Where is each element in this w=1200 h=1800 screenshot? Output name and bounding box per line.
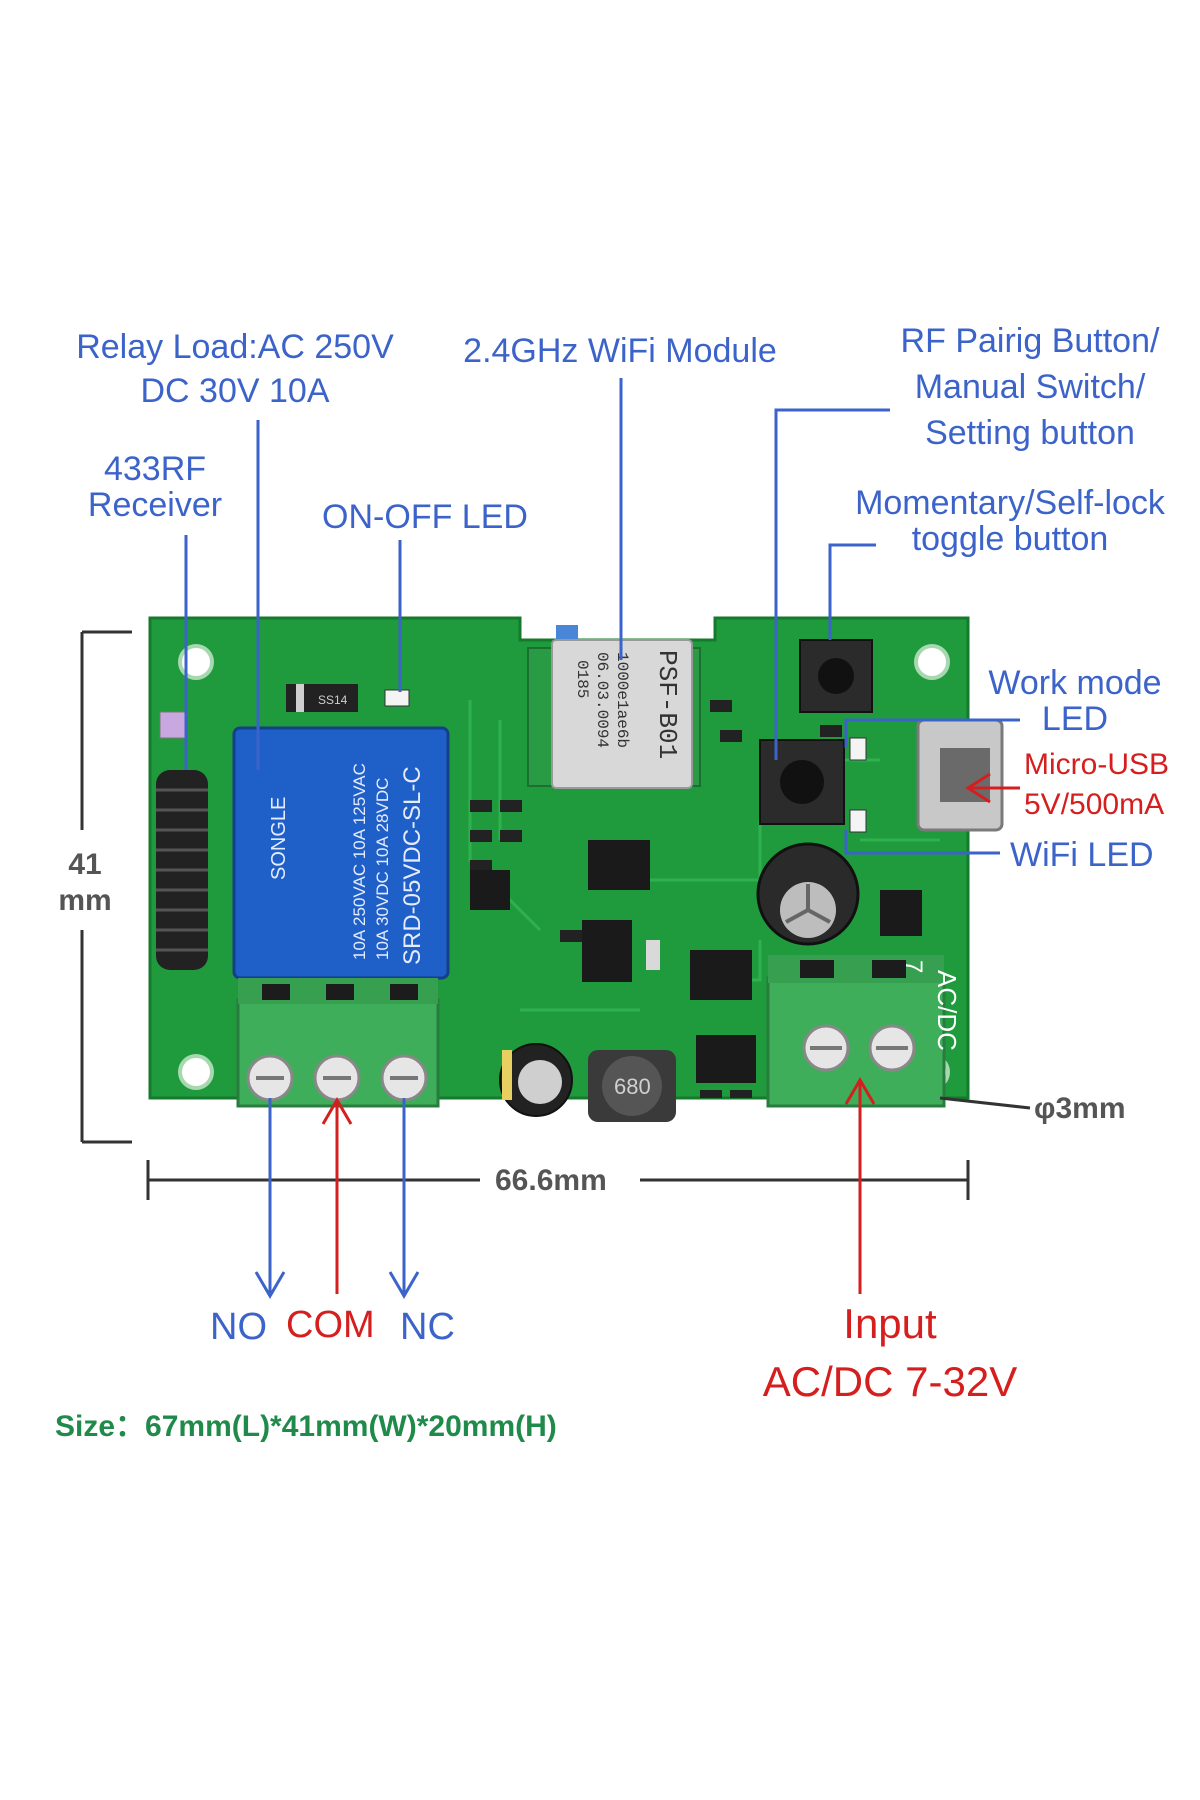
work-mode-led	[849, 737, 867, 761]
diode-text: SS14	[318, 693, 348, 707]
height-dimension-value: 41	[68, 848, 102, 881]
wifi-module-label: 2.4GHz WiFi Module	[463, 332, 777, 370]
relay-spec-text-1: 10A 250VAC 10A 125VAC	[350, 763, 369, 960]
ic-chip-6	[470, 870, 510, 910]
ic-chip-2	[582, 920, 632, 982]
momentary-label-1: Momentary/Self-lock	[855, 484, 1165, 522]
rf-pairing-label-2: Manual Switch/	[914, 368, 1146, 406]
on-off-led-label: ON-OFF LED	[322, 498, 528, 536]
hole-dimension-label: φ3mm	[1034, 1092, 1126, 1125]
relay-model-text: SRD-05VDC-SL-C	[399, 766, 426, 965]
height-dimension-line	[80, 630, 132, 1144]
rf-pairing-label-1: RF Pairig Button/	[900, 322, 1160, 360]
on-off-led	[384, 689, 410, 707]
relay-brand-text: SONGLE	[268, 797, 290, 880]
work-mode-label-1: Work mode	[988, 664, 1162, 702]
rf-pairing-label-3: Setting button	[925, 414, 1135, 452]
wifi-led	[849, 809, 867, 833]
toggle-button-cap	[818, 658, 854, 694]
mounting-hole-top-left	[178, 644, 214, 680]
width-dimension-line	[146, 1160, 970, 1200]
work-mode-label-2: LED	[1041, 700, 1109, 738]
ic-chip-3	[690, 950, 752, 1000]
wifi-led-label: WiFi LED	[1010, 836, 1154, 874]
hole-dimension-leader	[939, 1096, 1031, 1110]
mounting-hole-bottom-left	[178, 1054, 214, 1090]
red-callout-lines	[321, 772, 1020, 1294]
wifi-chip-text-4: 0185	[573, 660, 591, 698]
mounting-hole-top-right	[914, 644, 950, 680]
width-dimension-label: 66.6mm	[495, 1164, 607, 1197]
ic-chip-5	[880, 890, 922, 936]
no-label: NO	[210, 1306, 267, 1348]
com-label: COM	[286, 1304, 375, 1346]
wifi-chip-text-3: 06.03.0094	[593, 652, 611, 748]
nc-label: NC	[400, 1306, 455, 1348]
blue-callout-lines	[184, 378, 1020, 1296]
wifi-chip-text-2: 1000e1ae6b	[613, 652, 631, 748]
relay-load-label-1: Relay Load:AC 250V	[76, 328, 394, 366]
rf-receiver-label-2: Receiver	[87, 486, 223, 524]
inductor-text: 680	[614, 1074, 651, 1099]
rf-receiver-label-1: 433RF	[103, 450, 207, 488]
ic-chip-4	[696, 1035, 756, 1083]
momentary-label-2: toggle button	[911, 520, 1109, 558]
size-label: Size：67mm(L)*41mm(W)*20mm(H)	[55, 1410, 557, 1443]
micro-usb-label-1: Micro-USB	[1024, 748, 1170, 781]
ic-chip-1	[588, 840, 650, 890]
power-silk-text: AC/DC	[932, 970, 962, 1051]
input-label-1: Input	[843, 1300, 937, 1347]
blue-arrow-heads	[254, 1271, 420, 1299]
height-dimension-unit: mm	[58, 884, 112, 917]
relay-load-label-2: DC 30V 10A	[140, 372, 330, 410]
pairing-button-cap	[780, 760, 824, 804]
input-label-2: AC/DC 7-32V	[762, 1358, 1018, 1405]
micro-usb-label-2: 5V/500mA	[1024, 788, 1165, 821]
relay-spec-text-2: 10A 30VDC 10A 28VDC	[373, 778, 392, 960]
power-silk-text-2: 7	[900, 960, 927, 973]
wifi-chip-text-1: PSF-B01	[652, 650, 682, 759]
